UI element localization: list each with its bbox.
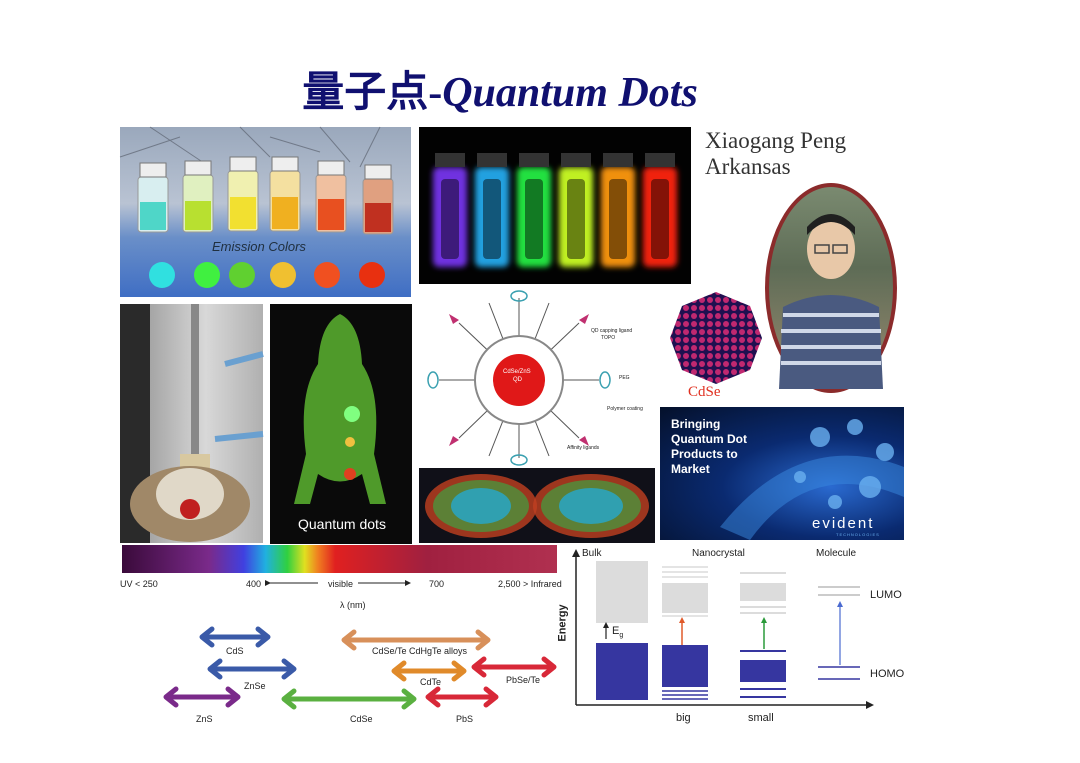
vials-photo: Emission Colors <box>119 126 411 297</box>
energy-axis-label: Energy <box>556 604 569 642</box>
molecule-label: Molecule <box>816 548 857 559</box>
evident-line-1: Bringing <box>671 417 721 431</box>
core-label-1: CdSe/ZnS <box>503 369 531 375</box>
crystal-illustration <box>670 292 762 384</box>
t400-label: 400 <box>246 579 262 589</box>
homo-label: HOMO <box>870 668 905 680</box>
material-cdte: CdTe <box>420 677 442 687</box>
vial-row <box>137 156 394 235</box>
peg-label: PEG <box>619 375 630 381</box>
glowing-cuvettes-photo <box>419 127 691 284</box>
bulk-label: Bulk <box>582 548 602 559</box>
material-cds: CdS <box>226 646 244 656</box>
material-znse: ZnSe <box>244 681 266 691</box>
lumo-label: LUMO <box>870 589 902 601</box>
t700-label: 700 <box>429 579 445 589</box>
affinity-label: Affinity ligands <box>567 445 600 451</box>
material-pbs: PbS <box>456 714 474 724</box>
wavelength-unit: λ (nm) <box>340 600 366 610</box>
small-label: small <box>748 712 774 724</box>
capping-label: QD capping ligand <box>591 328 633 334</box>
material-arrows <box>163 580 557 710</box>
cuvettes-illustration <box>433 153 677 267</box>
polymer-label: Polymer coating <box>607 406 643 412</box>
evident-line-4: Market <box>671 462 710 476</box>
nanocrystal-big-levels <box>662 566 708 700</box>
mouse-photo: Quantum dots <box>270 304 412 544</box>
spectrum-panel: UV < 250 400 visible 700 2,500 > Infrare… <box>118 545 562 730</box>
material-pbsete: PbSe/Te <box>506 675 541 685</box>
energy-diagram: Bulk Nanocrystal Molecule Energy Eg LUMO… <box>556 545 910 730</box>
quantum-dots-caption: Quantum dots <box>298 516 386 532</box>
uv-label: UV < 250 <box>120 579 158 589</box>
evident-brand-sub: TECHNOLOGIES <box>836 532 880 537</box>
material-cdse: CdSe <box>350 714 373 724</box>
nanoparticle-illustration <box>427 290 611 466</box>
nanocrystal-label: Nanocrystal <box>692 548 745 559</box>
lab-apparatus-photo <box>120 304 264 543</box>
mouse-illustration <box>294 314 386 504</box>
page-title: 量子点-Quantum Dots <box>0 58 1000 119</box>
energy-illustration <box>572 549 874 709</box>
core-label-2: QD <box>513 377 522 383</box>
title-chinese: 量子点 <box>302 70 429 116</box>
eg-main: E <box>612 625 620 637</box>
title-english: Quantum Dots <box>442 70 698 116</box>
person-portrait <box>765 183 897 393</box>
apparatus-illustration <box>120 304 264 543</box>
spectrum-bar <box>122 545 557 573</box>
portrait-illustration <box>779 214 883 389</box>
evident-line-3: Products to <box>671 447 738 461</box>
evident-illustration <box>720 419 904 540</box>
vials-illustration <box>119 126 394 288</box>
emission-colors-caption: Emission Colors <box>212 239 306 254</box>
cells-illustration <box>425 474 649 538</box>
nanoparticle-diagram: CdSe/ZnS QD QD capping ligand TOPO PEG P… <box>419 288 664 466</box>
evident-ad: Bringing Quantum Dot Products to Market … <box>660 407 904 540</box>
evident-line-2: Quantum Dot <box>671 432 747 446</box>
cdse-label: CdSe <box>688 384 721 400</box>
eg-subscript: g <box>619 632 624 640</box>
ir-label: 2,500 > Infrared <box>498 579 562 589</box>
person-affiliation: Arkansas <box>705 154 791 179</box>
capping-label-2: TOPO <box>601 335 616 341</box>
material-zns: ZnS <box>196 714 213 724</box>
material-cdsete-alloys: CdSe/Te CdHgTe alloys <box>372 646 468 656</box>
eg-label: Eg <box>612 625 623 639</box>
title-separator: - <box>428 70 443 116</box>
emission-dots <box>149 262 385 288</box>
big-label: big <box>676 712 691 724</box>
visible-label: visible <box>328 579 354 589</box>
evident-brand: evident <box>812 515 875 532</box>
cell-fluorescence-photo <box>419 468 655 543</box>
person-name: Xiaogang Peng <box>705 128 847 153</box>
nanocrystal-small-levels <box>740 572 786 698</box>
molecule-levels <box>818 586 860 680</box>
cdse-crystal: CdSe <box>666 288 766 403</box>
